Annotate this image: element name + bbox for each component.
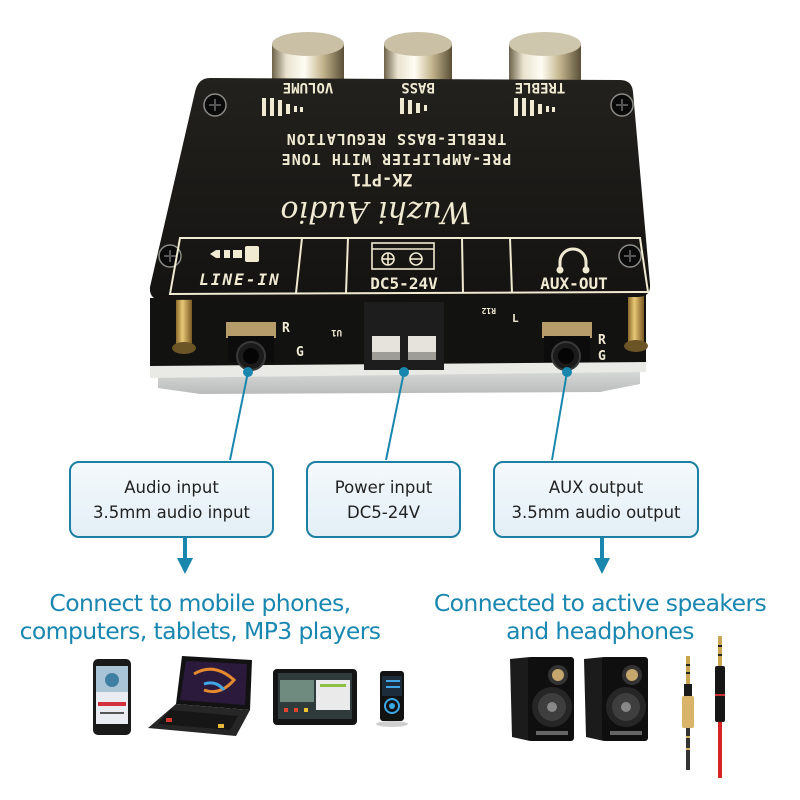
tablet-icon: [273, 669, 357, 725]
pcb-mark-left-g: G: [296, 345, 304, 360]
callout-aux-output: AUX output 3.5mm audio output: [493, 461, 699, 538]
top-panel: [149, 78, 651, 300]
standoff-left: [176, 290, 192, 348]
bass-scale-marks: [400, 98, 427, 114]
caption-output-devices-line2: and headphones: [506, 617, 694, 645]
callout-aux-output-detail: 3.5mm audio output: [511, 502, 681, 522]
line-in-label: LINE-IN: [199, 270, 280, 289]
board-tagline-regulation: TREBLE-BASS REGULATION: [286, 130, 507, 148]
pcb-mark-right-r: R: [598, 333, 606, 348]
callout-aux-output-title: AUX output: [548, 477, 644, 497]
treble-scale-marks: [514, 98, 555, 116]
smartphone-icon: [93, 659, 131, 735]
pcb-mark-r12: R12: [481, 306, 496, 315]
caption-input-devices-line1: Connect to mobile phones,: [49, 589, 351, 617]
aux-out-jack[interactable]: [542, 322, 592, 371]
line-in-jack[interactable]: [226, 322, 276, 371]
caption-input-devices-line2: computers, tablets, MP3 players: [19, 617, 381, 645]
brand-logo: Wuzhi Audio: [280, 194, 471, 229]
headphones-icon: [558, 247, 588, 270]
board-model: ZK-PT1: [351, 169, 412, 189]
screw-left: [203, 93, 227, 117]
port-label-frame: [168, 237, 650, 296]
pcb-mark-u1: U1: [331, 327, 342, 337]
amplifier-board: R G R G L R12 U1 VOLUME BASS TREBLE TREB…: [149, 32, 651, 394]
volume-scale-marks: [262, 98, 303, 116]
screw-bottom-right: [618, 244, 642, 268]
board-tagline-preamp: PRE-AMPLIFIER WITH TONE: [281, 150, 512, 168]
terminal-plus-minus-icon: [371, 242, 435, 270]
callout-audio-input-title: Audio input: [124, 477, 219, 497]
caption-output-devices: Connected to active speakers and headpho…: [400, 589, 800, 645]
knob-volume[interactable]: [272, 32, 344, 82]
red-aux-plug-icon: [715, 636, 725, 778]
speaker-left-icon: [510, 657, 574, 741]
dc-label: DC5-24V: [370, 274, 438, 293]
dc-port-label: DC5-24V: [370, 242, 438, 293]
down-arrow-right: [594, 538, 610, 574]
pcb-mark-left-r: R: [282, 321, 290, 336]
callout-audio-input: Audio input 3.5mm audio input: [69, 461, 274, 538]
speaker-right-icon: [584, 657, 648, 741]
audio-jack-icon: [210, 246, 259, 262]
knob-bass[interactable]: [384, 32, 452, 82]
knob-treble[interactable]: [509, 32, 581, 82]
caption-output-devices-line1: Connected to active speakers: [433, 589, 767, 617]
callout-power-input-detail: DC5-24V: [347, 502, 420, 522]
gold-aux-plug-icon: [682, 656, 694, 770]
standoff-right: [628, 288, 644, 346]
caption-input-devices: Connect to mobile phones, computers, tab…: [0, 589, 400, 645]
callout-power-input: Power input DC5-24V: [306, 461, 461, 538]
callout-audio-input-detail: 3.5mm audio input: [92, 502, 251, 522]
power-terminal-block[interactable]: [364, 302, 444, 370]
screw-right: [610, 93, 634, 117]
line-in-port-label: LINE-IN: [199, 246, 280, 289]
aux-out-label: AUX-OUT: [540, 274, 607, 293]
aux-out-port-label: AUX-OUT: [540, 247, 608, 293]
pcb-mark-right-l: L: [512, 312, 519, 325]
mp3-player-icon: [376, 671, 408, 727]
callout-power-input-title: Power input: [334, 477, 433, 497]
knob-label-bass: BASS: [401, 79, 435, 95]
knob-label-treble: TREBLE: [515, 79, 566, 95]
laptop-icon: [148, 656, 252, 736]
knob-label-volume: VOLUME: [283, 79, 334, 95]
pcb-mark-right-g: G: [598, 349, 606, 364]
down-arrow-left: [177, 538, 193, 574]
